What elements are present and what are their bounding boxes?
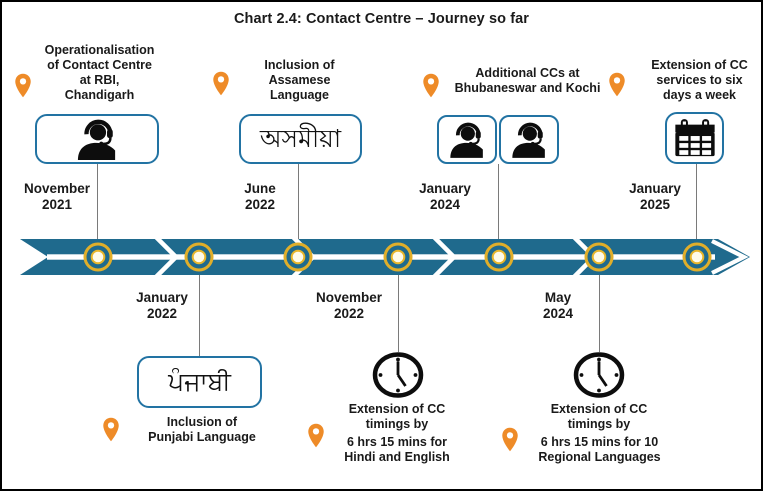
icon-box-calendar: [665, 112, 724, 164]
date-january-2024: January 2024: [419, 181, 471, 212]
assamese-text: অসমীয়া: [259, 124, 342, 153]
event-label-timing-extension-2: Extension of CC timings by: [550, 402, 648, 431]
connector-line: [398, 275, 399, 352]
headset-agent-icon: [450, 122, 483, 158]
event-label-six-days: Extension of CC services to six days a w…: [651, 58, 748, 102]
connector-line: [599, 275, 600, 352]
clock-icon: [573, 352, 625, 398]
date-november-2022: November 2022: [315, 290, 383, 321]
event-label-timing-extension-1: Extension of CC timings by: [348, 402, 446, 431]
headset-agent-icon: [512, 122, 545, 158]
chart-title: Chart 2.4: Contact Centre – Journey so f…: [233, 11, 530, 27]
event-label-assamese: Inclusion of Assamese Language: [264, 58, 335, 102]
icon-box-cc-bhubaneswar: [437, 115, 497, 164]
location-pin-icon: [502, 427, 518, 452]
connector-line: [696, 164, 697, 239]
icon-box-contact-centre: [35, 114, 159, 164]
location-pin-icon: [609, 72, 625, 97]
icon-box-cc-kochi: [499, 115, 559, 164]
timeline-center-stripe: [47, 254, 715, 260]
icon-box-assamese: অসমীয়া: [239, 114, 362, 164]
connector-line: [298, 164, 299, 239]
location-pin-icon: [103, 417, 119, 442]
event-label-punjabi: Inclusion of Punjabi Language: [148, 415, 256, 444]
event-label-additional-ccs: Additional CCs at Bhubaneswar and Kochi: [454, 66, 601, 95]
connector-line: [97, 164, 98, 239]
event-sublabel-timing-extension-2: 6 hrs 15 mins for 10 Regional Languages: [538, 435, 661, 464]
date-may-2024: May 2024: [542, 290, 574, 321]
event-sublabel-timing-extension-1: 6 hrs 15 mins for Hindi and English: [344, 435, 450, 464]
date-january-2025: January 2025: [629, 181, 681, 212]
chevron-separator: [153, 234, 180, 280]
clock-icon: [372, 352, 424, 398]
timeline-tip-chevron: [711, 239, 749, 275]
event-label-operationalisation: Operationalisation of Contact Centre at …: [44, 43, 155, 102]
milestone-markers: [83, 242, 712, 272]
icon-box-punjabi: ਪੰਜਾਬੀ: [137, 356, 262, 408]
connector-line: [498, 164, 499, 239]
location-pin-icon: [15, 73, 31, 98]
date-november-2021: November 2021: [23, 181, 91, 212]
connector-line: [199, 275, 200, 356]
timeline-band: [20, 234, 750, 280]
punjabi-text: ਪੰਜਾਬੀ: [168, 367, 231, 396]
calendar-icon: [674, 119, 715, 157]
headset-agent-icon: [77, 119, 116, 160]
date-january-2022: January 2022: [136, 290, 188, 321]
location-pin-icon: [308, 423, 324, 448]
location-pin-icon: [423, 73, 439, 98]
date-june-2022: June 2022: [244, 181, 276, 212]
location-pin-icon: [213, 71, 229, 96]
chevron-separator: [431, 234, 458, 280]
